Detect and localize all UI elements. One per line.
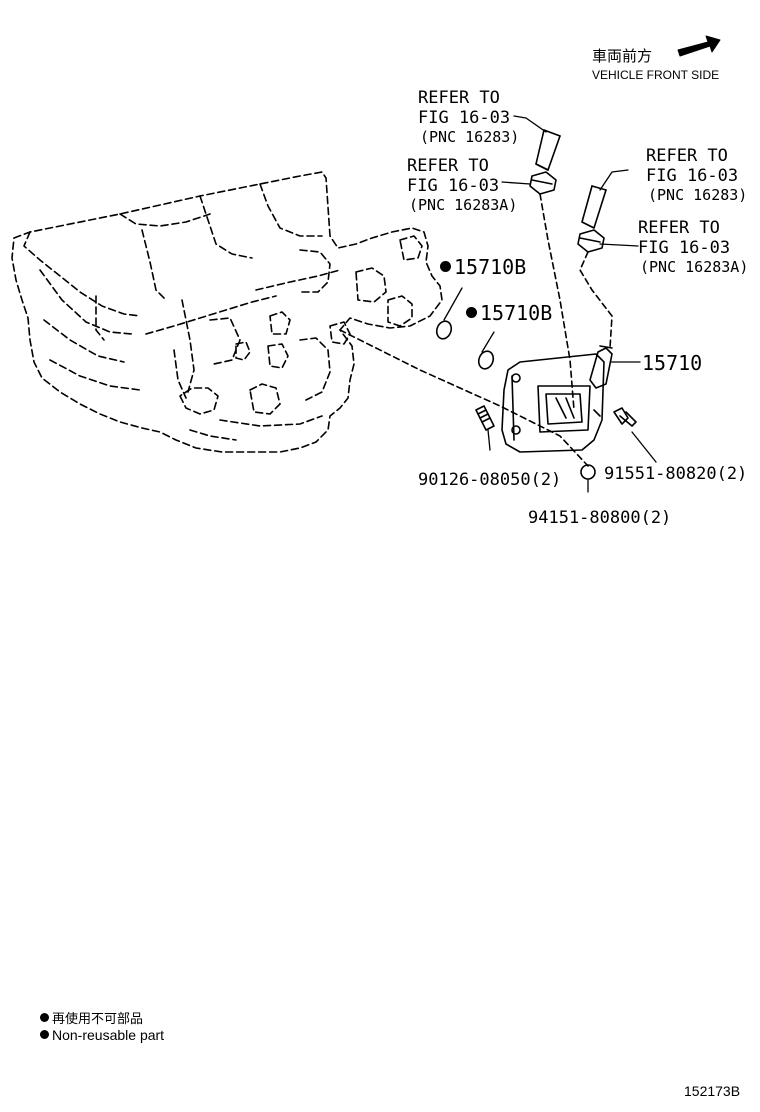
clamp-upper <box>529 171 557 195</box>
direction-label-jp: 車両前方 <box>592 48 653 65</box>
callout-1: REFER TO FIG 16-03 (PNC 16283) <box>418 88 520 146</box>
hose-right <box>581 185 607 229</box>
figure-id: 152173B <box>684 1083 741 1099</box>
non-reusable-dot-icon <box>440 261 451 272</box>
front-arrow-icon <box>677 35 721 57</box>
non-reusable-dot-icon <box>466 307 477 318</box>
hose-path-upper <box>539 193 575 411</box>
oil-cooler <box>501 345 613 453</box>
part-label-oring-lower: 15710B <box>466 302 552 324</box>
callout-4: REFER TO FIG 16-03 (PNC 16283A) <box>638 218 749 276</box>
callout-2: REFER TO FIG 16-03 (PNC 16283A) <box>407 156 518 214</box>
o-ring-lower <box>477 350 495 370</box>
part-label-oring-upper: 15710B <box>440 256 526 278</box>
installation-axis <box>339 329 589 467</box>
direction-label-en: VEHICLE FRONT SIDE <box>592 68 720 82</box>
part-label-stud: 90126-08050(2) <box>418 470 562 490</box>
stud-bolt <box>475 405 495 431</box>
hex-nut <box>580 464 596 480</box>
legend-dot-icon <box>40 1029 49 1039</box>
callout-3: REFER TO FIG 16-03 (PNC 16283) <box>646 146 748 204</box>
legend-text-en: Non-reusable part <box>52 1027 165 1043</box>
legend-dot-icon <box>40 1013 49 1023</box>
part-label-bolt: 91551-80820(2) <box>604 464 748 484</box>
part-label-nut: 94151-80800(2) <box>528 508 672 528</box>
hose-path-right <box>579 251 613 349</box>
legend-text-jp: 再使用不可部品 <box>52 1011 144 1026</box>
clamp-right <box>577 229 605 253</box>
o-ring-upper <box>435 320 453 340</box>
union-bolt <box>613 407 637 427</box>
engine-block <box>11 171 443 453</box>
hose-upper <box>535 129 561 171</box>
legend: 再使用不可部品 Non-reusable part <box>40 1010 164 1044</box>
leader-lines <box>443 115 657 493</box>
part-label-cooler: 15710 <box>642 351 703 375</box>
